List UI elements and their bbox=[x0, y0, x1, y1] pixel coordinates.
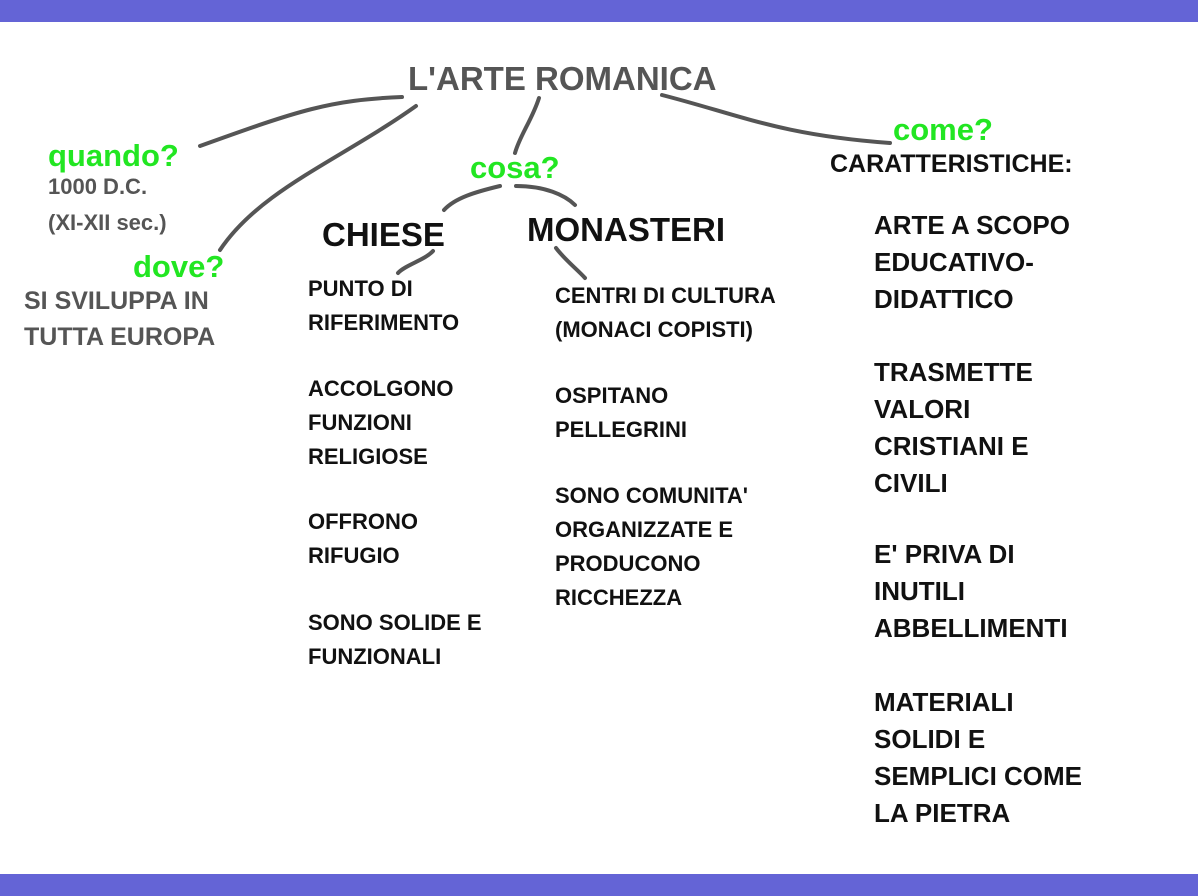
chiese-heading: CHIESE bbox=[322, 216, 445, 253]
line-cosa-chiese bbox=[442, 184, 502, 212]
line-monasteri-items bbox=[554, 246, 587, 280]
line-title-come bbox=[660, 93, 892, 145]
top-bar bbox=[0, 0, 1198, 22]
quando-answer-line2: (XI-XII sec.) bbox=[48, 210, 167, 235]
monasteri-heading: MONASTERI bbox=[527, 211, 725, 248]
caratteristiche-item: MATERIALI SOLIDI E SEMPLICI COME LA PIET… bbox=[874, 687, 1083, 828]
quando-answer-line1: 1000 D.C. bbox=[48, 174, 148, 199]
dove-answer-line1: SI SVILUPPA IN bbox=[24, 287, 209, 315]
monasteri-item: OSPITANO PELLEGRINI bbox=[555, 383, 688, 442]
caratteristiche-item: ARTE A SCOPO EDUCATIVO- DIDATTICO bbox=[874, 210, 1070, 314]
monasteri-item: SONO COMUNITA' ORGANIZZATE E PRODUCONO R… bbox=[555, 483, 749, 610]
line-title-cosa bbox=[513, 96, 541, 155]
question-quando: quando? bbox=[48, 138, 179, 173]
question-dove: dove? bbox=[133, 249, 225, 284]
chiese-item: SONO SOLIDE E FUNZIONALI bbox=[308, 610, 482, 669]
page-title: L'ARTE ROMANICA bbox=[408, 60, 717, 97]
line-chiese-items bbox=[396, 249, 435, 275]
chiese-item: PUNTO DI RIFERIMENTO bbox=[308, 276, 460, 335]
dove-answer-line2: TUTTA EUROPA bbox=[24, 323, 216, 351]
question-come: come? bbox=[893, 112, 993, 147]
chiese-item: OFFRONO RIFUGIO bbox=[308, 509, 418, 568]
line-cosa-monasteri bbox=[514, 184, 577, 207]
caratteristiche-item: E' PRIVA DI INUTILI ABBELLIMENTI bbox=[874, 539, 1068, 643]
monasteri-item: CENTRI DI CULTURA (MONACI COPISTI) bbox=[555, 283, 776, 342]
question-cosa: cosa? bbox=[470, 150, 560, 185]
chiese-item: ACCOLGONO FUNZIONI RELIGIOSE bbox=[308, 376, 454, 469]
line-title-dove bbox=[218, 104, 418, 252]
line-title-quando bbox=[198, 95, 404, 148]
bottom-bar bbox=[0, 874, 1198, 896]
caratteristiche-heading: CARATTERISTICHE: bbox=[830, 150, 1073, 178]
caratteristiche-item: TRASMETTE VALORI CRISTIANI E CIVILI bbox=[874, 357, 1033, 498]
